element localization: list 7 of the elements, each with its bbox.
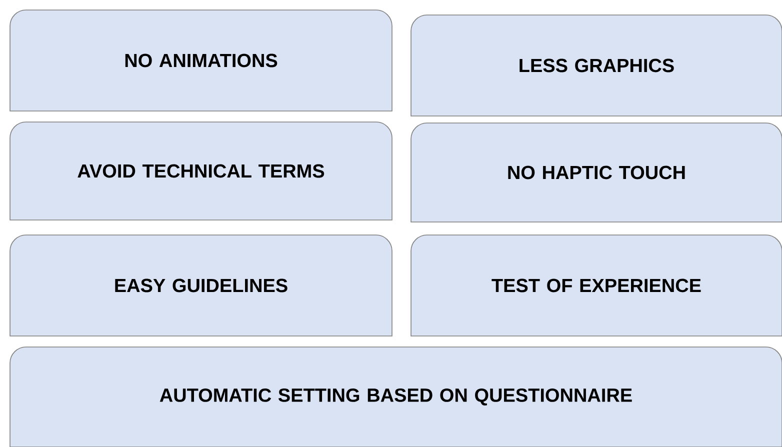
text-box: NO HAPTIC TOUCH	[410, 122, 782, 222]
text-box: AVOID TECHNICAL TERMS	[10, 122, 392, 220]
text-box: EASY GUIDELINES	[10, 234, 392, 336]
text-box: LESS GRAPHICS	[410, 14, 782, 116]
text-box: AUTOMATIC SETTING BASED ON QUESTIONNAIRE	[10, 346, 782, 447]
text-box: TEST OF EXPERIENCE	[410, 234, 782, 336]
text-box: NO ANIMATIONS	[10, 10, 392, 112]
